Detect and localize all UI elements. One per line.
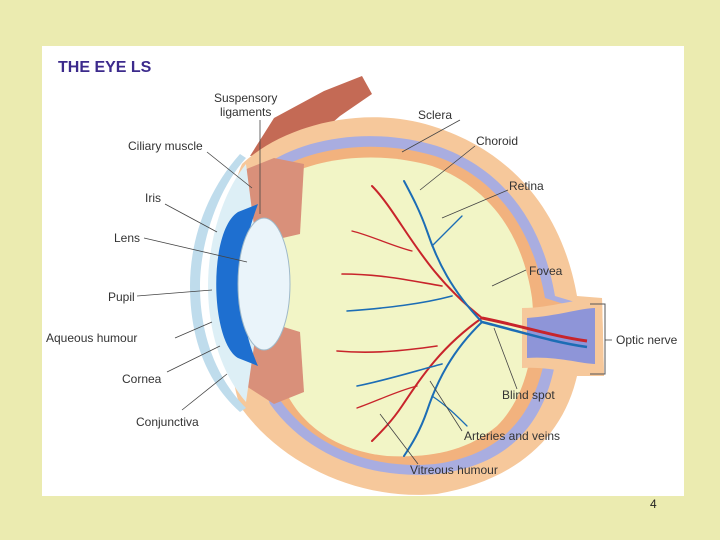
artery-branch-4 bbox=[356, 385, 418, 409]
vein-main-lower bbox=[403, 321, 483, 457]
artery-main-upper bbox=[371, 185, 483, 319]
optic-nerve-bracket bbox=[590, 303, 606, 375]
optic-nerve-vessel-red bbox=[481, 316, 588, 343]
vein-main-upper bbox=[403, 180, 483, 323]
cornea bbox=[190, 154, 246, 412]
page-number: 4 bbox=[650, 497, 657, 511]
vein-branch-2 bbox=[356, 363, 443, 387]
upper-eye-muscle bbox=[250, 76, 372, 156]
artery-branch-3 bbox=[351, 230, 413, 252]
leader-lines bbox=[136, 119, 612, 465]
slide-panel: THE EYE LS bbox=[42, 46, 684, 496]
label-pupil: Pupil bbox=[108, 290, 135, 304]
label-iris: Iris bbox=[145, 191, 161, 205]
retinal-vessels bbox=[336, 180, 483, 457]
label-lens: Lens bbox=[114, 231, 140, 245]
label-cornea: Cornea bbox=[122, 372, 162, 386]
artery-branch-2 bbox=[336, 345, 438, 353]
label-fovea: Fovea bbox=[529, 264, 563, 278]
vein-branch-1 bbox=[346, 295, 453, 312]
label-aqueous-humour: Aqueous humour bbox=[46, 331, 137, 345]
label-retina: Retina bbox=[509, 179, 544, 193]
slide-title: THE EYE LS bbox=[58, 59, 152, 76]
artery-main-lower bbox=[371, 317, 483, 442]
label-suspensory-ligaments-line2: ligaments bbox=[220, 105, 271, 119]
vein-branch-3 bbox=[431, 215, 463, 247]
label-optic-nerve: Optic nerve bbox=[616, 333, 678, 347]
label-ciliary-muscle: Ciliary muscle bbox=[128, 139, 203, 153]
labels: Suspensory ligaments Sclera Ciliary musc… bbox=[46, 91, 678, 477]
label-suspensory-ligaments-line1: Suspensory bbox=[214, 91, 277, 105]
iris bbox=[216, 204, 258, 366]
optic-nerve-vessel-blue bbox=[481, 320, 588, 349]
label-arteries-and-veins: Arteries and veins bbox=[464, 429, 560, 443]
vein-branch-4 bbox=[431, 395, 468, 427]
label-blind-spot: Blind spot bbox=[502, 388, 555, 402]
vitreous-humour bbox=[275, 157, 534, 457]
label-sclera: Sclera bbox=[418, 108, 452, 122]
eye-diagram: THE EYE LS bbox=[46, 59, 678, 495]
lens bbox=[237, 217, 291, 351]
artery-branch-1 bbox=[341, 273, 443, 287]
label-conjunctiva: Conjunctiva bbox=[136, 415, 199, 429]
label-vitreous-humour: Vitreous humour bbox=[410, 463, 498, 477]
label-choroid: Choroid bbox=[476, 134, 518, 148]
